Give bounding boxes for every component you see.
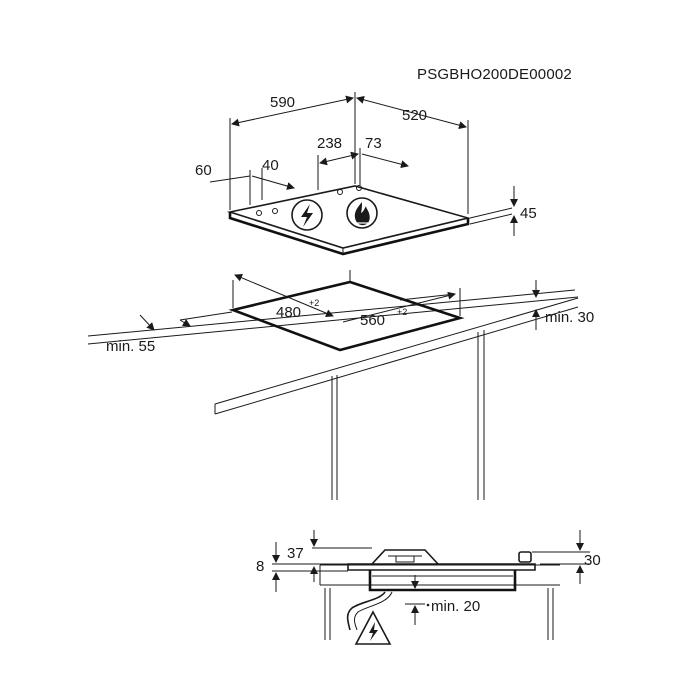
dimension-520: 520 [356,95,469,214]
svg-text:590: 590 [270,94,295,111]
dimension-min-20: min. 20 [405,575,480,625]
svg-text:60: 60 [195,162,212,179]
dimension-480: 480 +2 [234,274,334,321]
gas-flame-icon [346,197,378,229]
hob [226,185,472,256]
svg-text:min. 30: min. 30 [545,309,594,326]
svg-text:min. 55: min. 55 [106,338,155,355]
reference-code: PSGBHO200DE00002 [417,66,572,83]
svg-text:238: 238 [317,135,342,152]
svg-text:73: 73 [365,135,382,152]
dimension-37: 37 [287,530,372,582]
dimension-238-73: 238 73 [317,135,409,190]
svg-text:560: 560 [360,312,385,329]
svg-text:+2: +2 [309,298,319,308]
side-view [319,549,560,640]
dimension-60-40: 60 40 [195,157,295,205]
dimension-30: 30 [532,530,601,584]
svg-text:37: 37 [287,545,304,562]
svg-text:8: 8 [256,558,264,575]
svg-text:480: 480 [276,304,301,321]
electric-hazard-icon [291,199,323,231]
cutout [228,270,465,352]
svg-text:40: 40 [262,157,279,174]
svg-text:520: 520 [402,107,427,124]
svg-text:45: 45 [520,205,537,222]
dimension-min-55: min. 55 [106,311,233,355]
svg-text:30: 30 [584,552,601,569]
dimension-8: 8 [256,542,348,592]
dimension-560: 560 +2 [342,291,456,329]
dimension-min-30: min. 30 [532,280,594,330]
svg-text:+2: +2 [397,307,407,317]
worktop [87,289,579,500]
svg-text:min. 20: min. 20 [431,598,480,615]
electric-warning-icon [354,610,392,645]
dimension-45: 45 [469,186,537,236]
dimension-590: 590 [229,92,356,210]
